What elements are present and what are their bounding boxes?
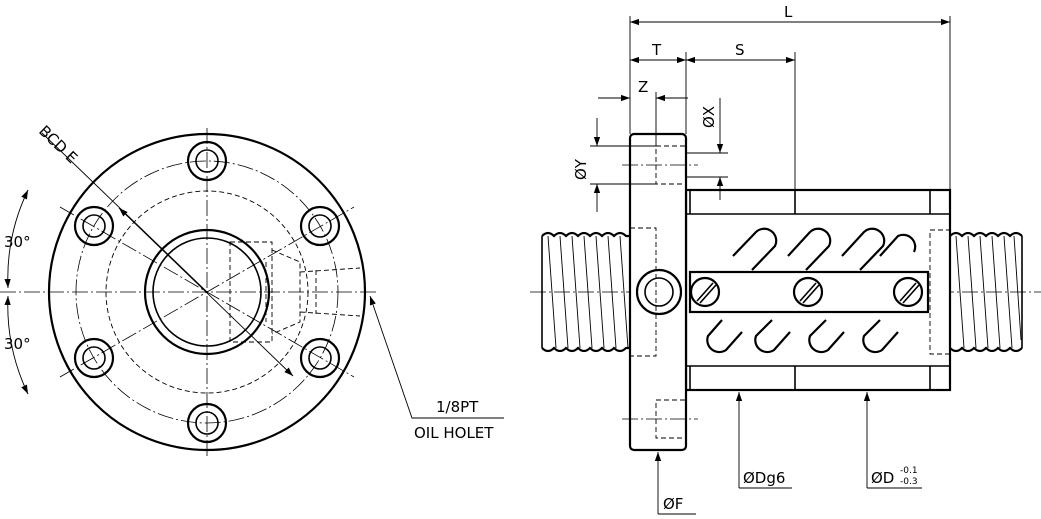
bolt-hole-lower-left bbox=[73, 337, 115, 379]
flange bbox=[622, 132, 698, 452]
ball-return-slots bbox=[706, 227, 917, 354]
bolt-hole-upper-left bbox=[73, 205, 115, 247]
outer-dia-label: ØD bbox=[871, 469, 894, 487]
y-label: ØY bbox=[572, 158, 590, 180]
bcd-dimension-line bbox=[118, 207, 294, 377]
outer-tol-lower: -0.3 bbox=[900, 477, 918, 487]
oil-hole-label: OIL HOLET bbox=[414, 424, 494, 442]
bolt-hole-top bbox=[186, 140, 228, 182]
outer-tol-upper: -0.1 bbox=[900, 466, 918, 476]
screw-head-center bbox=[792, 276, 824, 308]
hidden-body-outline bbox=[105, 190, 309, 394]
angle-arc-lower bbox=[4, 295, 29, 395]
oil-hole-side bbox=[635, 268, 683, 316]
bcd-label: BCD E bbox=[35, 122, 81, 167]
return-tube-clamp bbox=[688, 270, 930, 314]
bolt-hole-upper-right bbox=[299, 205, 341, 247]
screw-head-right bbox=[892, 276, 924, 308]
body-dia-label: ØDg6 bbox=[743, 469, 785, 487]
oil-hole-leader bbox=[369, 295, 504, 419]
angle-arc-upper bbox=[4, 189, 29, 289]
flange-dia-label: ØF bbox=[663, 495, 683, 513]
x-label: ØX bbox=[700, 106, 718, 128]
z-label: Z bbox=[638, 78, 648, 96]
oil-hole-size-label: 1/8PT bbox=[436, 398, 479, 416]
bolt-hole-bottom bbox=[186, 402, 228, 444]
bolt-circle bbox=[75, 160, 339, 424]
angle-lower-label: 30° bbox=[4, 335, 31, 353]
t-label: T bbox=[651, 41, 662, 59]
screw-head-left bbox=[689, 276, 721, 308]
side-view: L T S Z ØY ØX ØF ØDg6 bbox=[530, 3, 1041, 515]
flange-outline bbox=[47, 132, 367, 452]
front-view: BCD E 30° 30° 1/8PT OIL HOLET bbox=[0, 122, 504, 456]
l-label: L bbox=[784, 3, 793, 21]
screw-shaft-right bbox=[949, 231, 1023, 353]
angle-upper-label: 30° bbox=[4, 233, 31, 251]
s-label: S bbox=[735, 41, 745, 59]
bolt-hole-lower-right bbox=[299, 337, 341, 379]
screw-shaft-left bbox=[541, 231, 630, 353]
